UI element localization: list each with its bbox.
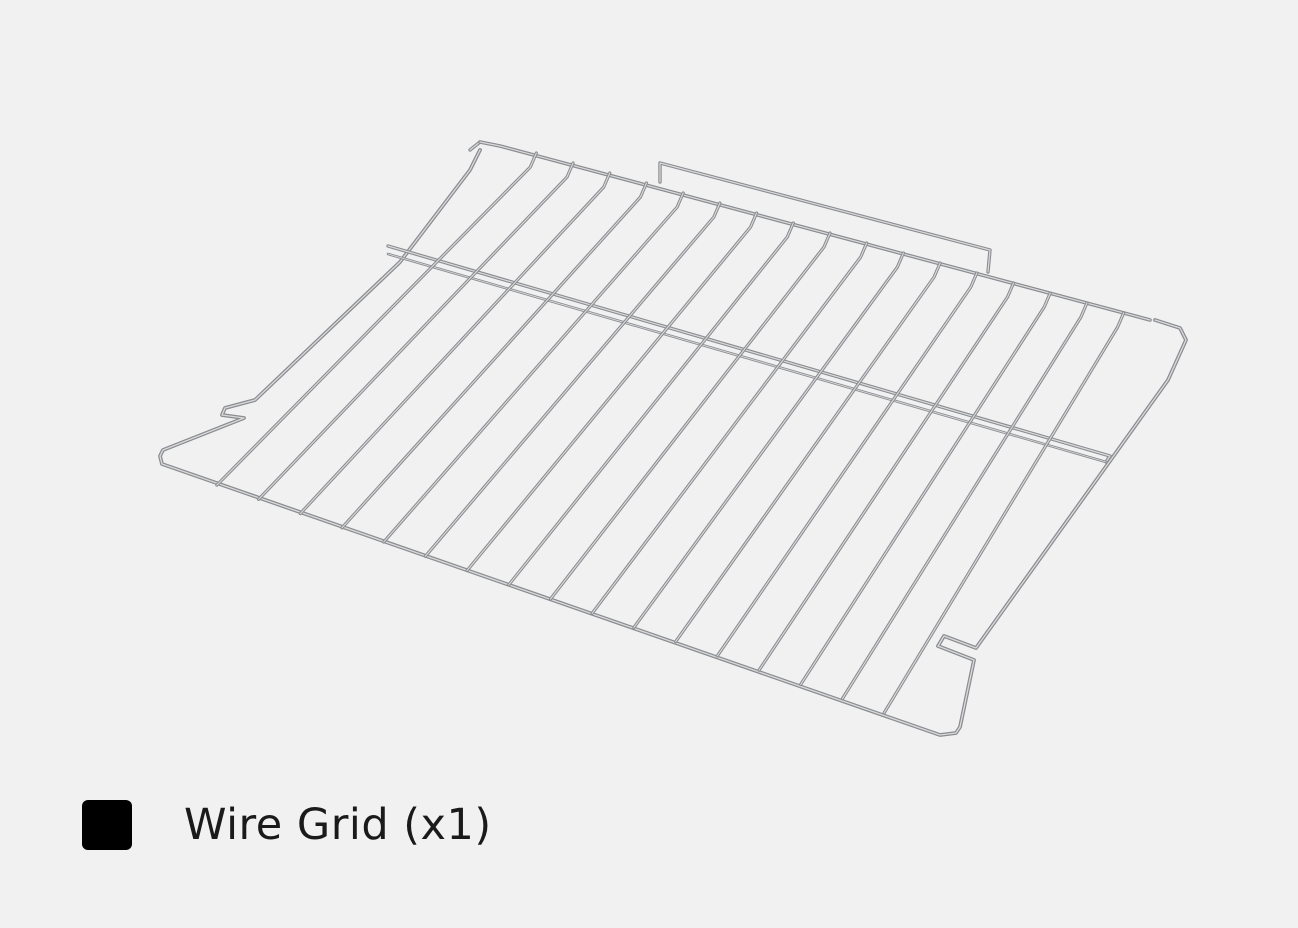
rack-handle (658, 161, 992, 274)
legend-swatch (82, 800, 132, 850)
wire-grid-icon (158, 140, 1188, 737)
item-label: Wire Grid (x1) (184, 799, 492, 850)
rack-cross-bar (386, 244, 1112, 464)
rack-wire (256, 161, 575, 501)
rack-wire (215, 151, 538, 487)
caption-row: Wire Grid (x1) (82, 794, 492, 856)
